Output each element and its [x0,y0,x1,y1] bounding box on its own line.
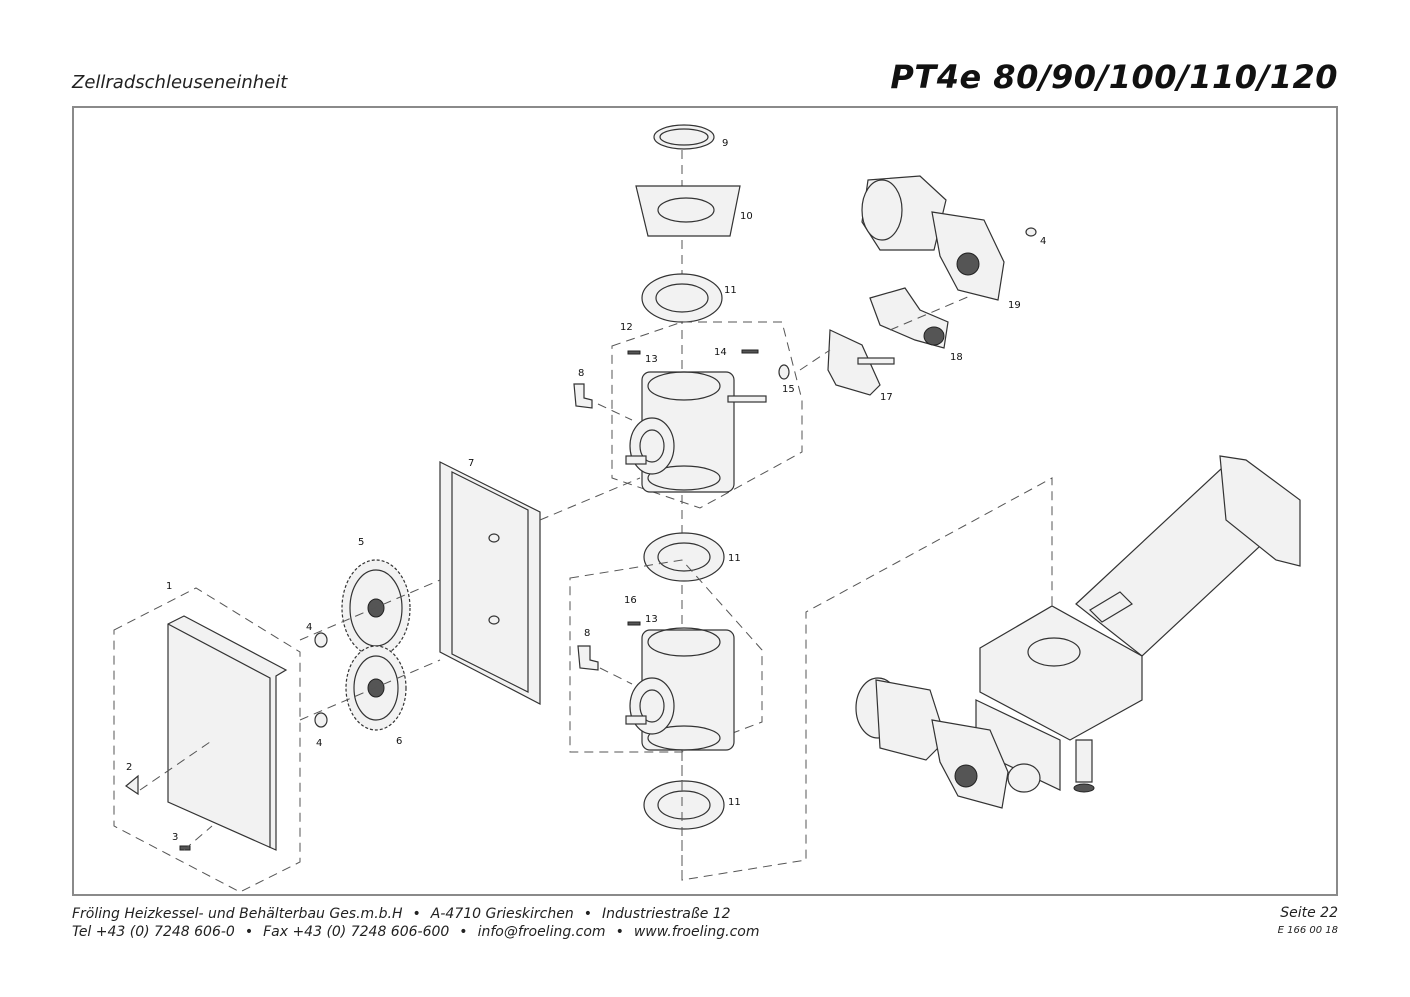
group-16-outline [569,559,763,753]
label-part-3: 3 [172,832,178,843]
upper-rotary-valve [625,371,767,493]
drawing-subtitle: Zellradschleuseneinheit [72,72,288,93]
footer-contact: Fröling Heizkessel- und Behälterbau Ges.… [72,905,760,941]
label-part-16: 16 [624,595,637,606]
label-part-4-lower: 4 [316,738,322,749]
part-13-key-lower [627,621,641,626]
part-3-screw [179,845,191,851]
connector-lines [139,295,1053,881]
label-part-13-upper: 13 [645,354,658,365]
footer-line-1: Fröling Heizkessel- und Behälterbau Ges.… [72,906,731,922]
part-8-elbow-lower [577,645,599,671]
part-4-washer-upper [314,632,328,648]
feed-screw-geared-motor [855,677,1041,809]
part-7-mounting-frame [439,461,541,705]
footer-city: A-4710 Grieskirchen [430,906,574,922]
label-part-7: 7 [468,458,474,469]
group-12-outline [611,321,803,509]
part-4-washer-top [1025,227,1037,237]
label-part-10: 10 [740,211,753,222]
footer-street: Industriestraße 12 [601,906,731,922]
drawing-frame [72,106,1338,896]
group-1-outline [113,587,301,893]
part-2-arrow-label [124,774,139,796]
lower-rotary-valve [625,627,735,751]
label-part-8-lower: 8 [584,628,590,639]
label-part-9: 9 [722,138,728,149]
part-19-geared-motor [861,175,1005,301]
label-part-5: 5 [358,537,364,548]
page-number: Seite 22 [1280,905,1338,921]
part-13-key-upper [627,350,641,355]
part-1-cover [167,615,288,851]
part-5-sprocket [341,559,411,657]
part-4-washer-lower [314,712,328,728]
label-part-1: 1 [166,581,172,592]
feed-screw-assembly [975,455,1301,793]
footer-email: info@froeling.com [477,924,606,940]
part-15-bearing [778,364,790,380]
part-14-key [741,349,759,354]
part-11-gasket-middle [643,532,725,582]
footer-line-2: Tel +43 (0) 7248 606-0•Fax +43 (0) 7248 … [72,924,760,940]
label-part-18: 18 [950,352,963,363]
label-part-15: 15 [782,384,795,395]
label-part-2: 2 [126,762,132,773]
footer-web: www.froeling.com [633,924,760,940]
label-part-8-upper: 8 [578,368,584,379]
label-part-4-top: 4 [1040,236,1046,247]
document-number: E 166 00 18 [1277,925,1338,936]
footer-company: Fröling Heizkessel- und Behälterbau Ges.… [72,906,403,922]
label-part-4-upper: 4 [306,622,312,633]
label-part-11-middle: 11 [728,553,741,564]
label-part-19: 19 [1008,300,1021,311]
label-part-11-upper: 11 [724,285,737,296]
label-part-12: 12 [620,322,633,333]
drawing-title: PT4e 80/90/100/110/120 [890,58,1338,96]
label-part-17: 17 [880,392,893,403]
label-part-13-lower: 13 [645,614,658,625]
label-part-6: 6 [396,736,402,747]
part-18-bearing-arm [869,287,949,349]
part-11-gasket-upper [641,273,723,323]
part-11-gasket-lower [643,780,725,830]
footer-fax: Fax +43 (0) 7248 606-600 [263,924,450,940]
part-6-sprocket [345,645,407,731]
part-10-flange-plate [635,185,741,237]
label-part-11-lower: 11 [728,797,741,808]
footer-tel: Tel +43 (0) 7248 606-0 [72,924,235,940]
part-9-seal-ring [653,124,715,150]
part-8-elbow-upper [573,383,593,409]
part-17-motor-bracket [827,329,895,396]
label-part-14: 14 [714,347,727,358]
